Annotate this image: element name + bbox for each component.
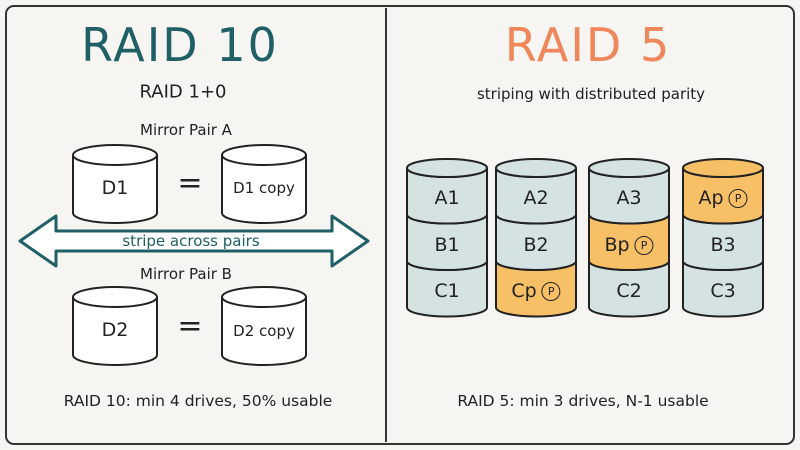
block-label-text: C1 [434,280,460,303]
parity-marker-icon: P [541,282,561,302]
raid10-subtitle: RAID 1+0 [139,81,227,103]
data-block-label: C3 [710,280,735,302]
data-block-label: A2 [523,187,548,209]
drive-d2 [72,286,158,366]
mirror-equals-b: = [177,308,203,344]
data-block-label: B2 [523,234,548,256]
drive-top-cap [682,158,764,178]
block-label-text: B1 [434,233,460,256]
block-label-text: B3 [710,233,736,256]
raid5-footer: RAID 5: min 3 drives, N-1 usable [457,392,709,410]
data-block-label: B1 [434,234,459,256]
raid5-drive-3 [588,158,670,318]
drive-top-cap [588,158,670,178]
raid10-footer: RAID 10: min 4 drives, 50% usable [63,392,333,410]
mirror-equals-a: = [177,165,203,201]
drive-d1-copy [221,144,307,224]
block-label-text: Ap [698,187,724,210]
drive-d1 [72,144,158,224]
drive-d1-copy-label: D1 copy [233,179,295,197]
block-label-text: B2 [523,233,549,256]
data-block-label: A3 [616,187,641,209]
block-label-text: A3 [616,187,642,210]
block-label-text: A1 [434,187,460,210]
stripe-label: stripe across pairs [122,232,260,250]
block-label-text: Bp [604,233,630,256]
mirror-pair-a-label: Mirror Pair A [140,121,232,139]
drive-d2-copy [221,286,307,366]
data-block-label: B3 [710,234,735,256]
parity-marker-icon: P [728,189,748,209]
outer-frame [5,5,795,445]
raid5-title: RAID 5 [504,18,672,72]
block-label-text: C3 [710,280,736,303]
raid5-drive-4 [682,158,764,318]
mirror-pair-b-label: Mirror Pair B [140,265,232,283]
parity-marker-icon: P [634,235,654,255]
data-block-label: C2 [616,280,641,302]
block-label-text: A2 [523,187,549,210]
drive-top-cap [495,158,577,178]
raid5-drive-1 [406,158,488,318]
drive-d2-label: D2 [101,319,129,341]
block-label-text: Cp [511,280,537,303]
drive-d1-label: D1 [101,177,129,199]
block-label-text: C2 [616,280,642,303]
data-block-label: C1 [434,280,459,302]
raid5-drive-group [406,158,764,318]
raid5-subtitle: striping with distributed parity [476,85,706,103]
raid5-drive-2 [495,158,577,318]
drive-top-cap [406,158,488,178]
drive-d2-copy-label: D2 copy [233,322,295,340]
data-block-label: A1 [434,187,459,209]
raid10-title: RAID 10 [81,18,279,72]
stripe-double-arrow [18,214,370,268]
